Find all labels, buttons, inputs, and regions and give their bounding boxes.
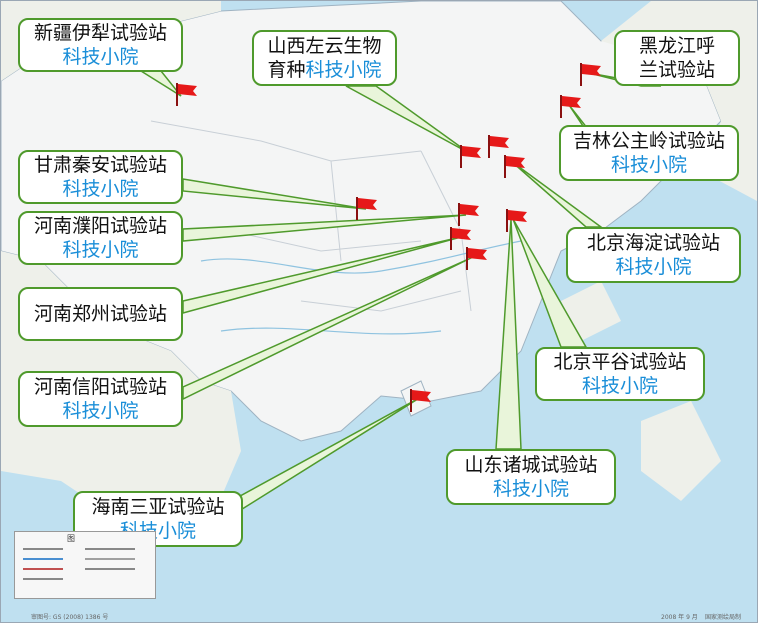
- station-subtitle: 科技小院: [305, 59, 382, 81]
- map-approval-number: 审图号: GS (2008) 1386 号: [31, 614, 109, 621]
- neighbor-islands: [641, 401, 721, 501]
- station-name: 北京海淀试验站: [586, 232, 720, 254]
- station-subtitle: 科技小院: [492, 478, 569, 500]
- station-name: 山西左云生物: [267, 35, 382, 57]
- leader-line-xinyang: [182, 256, 474, 401]
- red-flag-icon: [356, 197, 377, 220]
- red-flag-icon: [488, 135, 509, 158]
- callout-zhengzhou: 河南郑州试验站: [18, 287, 183, 341]
- neighbor-land-east: [561, 281, 621, 341]
- callout-gansu: 甘肃秦安试验站 科技小院: [18, 150, 183, 204]
- callout-haidian: 北京海淀试验站 科技小院: [566, 227, 741, 283]
- red-flag-icon: [458, 203, 479, 226]
- station-name: 河南濮阳试验站: [33, 215, 167, 237]
- station-name: 山东诸城试验站: [464, 454, 598, 476]
- station-name: 河南郑州试验站: [33, 303, 167, 325]
- callout-zhucheng: 山东诸城试验站 科技小院: [446, 449, 616, 505]
- map-legend: 图: [14, 531, 156, 599]
- callout-jilin: 吉林公主岭试验站 科技小院: [559, 125, 739, 181]
- station-subtitle: 科技小院: [62, 46, 139, 68]
- callout-puyang: 河南濮阳试验站 科技小院: [18, 211, 183, 265]
- station-subtitle-prefix: 育种: [267, 59, 306, 81]
- station-name: 黑龙江呼: [638, 35, 715, 57]
- red-flag-icon: [410, 389, 431, 412]
- red-flag-icon: [176, 83, 197, 106]
- red-flag-icon: [466, 247, 487, 270]
- station-subtitle: 科技小院: [581, 375, 658, 397]
- station-name: 河南信阳试验站: [33, 376, 167, 398]
- station-subtitle: 科技小院: [62, 239, 139, 261]
- map-date: 2008 年 9 月: [661, 614, 698, 621]
- callout-xinjiang: 新疆伊犁试验站 科技小院: [18, 18, 183, 72]
- station-subtitle: 科技小院: [62, 400, 139, 422]
- station-name: 吉林公主岭试验站: [572, 130, 725, 152]
- callout-heilongjiang: 黑龙江呼 兰试验站: [614, 30, 740, 86]
- leader-line-gansu: [182, 178, 367, 210]
- red-flag-icon: [450, 227, 471, 250]
- legend-title: 图: [67, 534, 75, 543]
- station-name: 海南三亚试验站: [91, 496, 225, 518]
- callout-shanxi: 山西左云生物 育种科技小院: [252, 30, 397, 86]
- station-subtitle: 科技小院: [62, 178, 139, 200]
- red-flag-icon: [506, 209, 527, 232]
- red-flag-icon: [504, 155, 525, 178]
- red-flag-icon: [560, 95, 581, 118]
- station-name: 甘肃秦安试验站: [33, 154, 167, 176]
- callout-pinggu: 北京平谷试验站 科技小院: [535, 347, 705, 401]
- leader-line-puyang: [182, 214, 467, 242]
- map-publisher: 国家测绘局制: [705, 614, 742, 621]
- station-subtitle: 科技小院: [610, 154, 687, 176]
- station-name-cont: 兰试验站: [638, 59, 715, 81]
- station-subtitle: 科技小院: [615, 256, 692, 278]
- red-flag-icon: [580, 63, 601, 86]
- province-boundaries: [150, 120, 472, 312]
- station-name: 新疆伊犁试验站: [33, 22, 167, 44]
- leader-line-shanxi: [345, 85, 470, 154]
- callout-xinyang: 河南信阳试验站 科技小院: [18, 371, 183, 427]
- station-name: 北京平谷试验站: [553, 351, 687, 373]
- red-flag-icon: [460, 145, 481, 168]
- leader-line-zhengzhou: [182, 236, 462, 314]
